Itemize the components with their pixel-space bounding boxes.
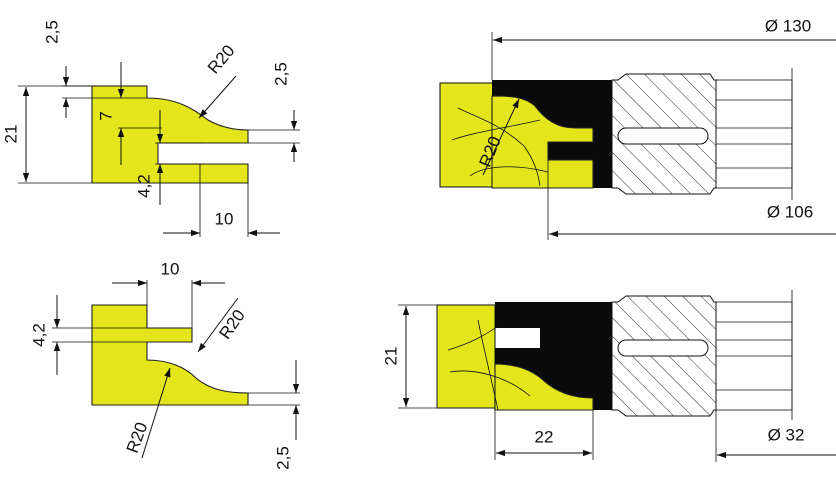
bl-10-label: 10 <box>161 259 180 278</box>
tl-2-5-right-label: 2,5 <box>271 62 290 86</box>
bottom-right-cutter-view: 21 22 Ø 32 <box>381 290 836 462</box>
tl-2-5-top-label: 2,5 <box>42 20 61 44</box>
br-22-label: 22 <box>535 427 554 446</box>
top-left-workpiece <box>91 85 249 184</box>
tr-d106-label: Ø 106 <box>767 202 813 221</box>
br-cutter <box>495 302 612 410</box>
tl-4-2-label: 4,2 <box>134 174 153 198</box>
bl-r20-upper-label: R20 <box>215 306 248 342</box>
top-left-profile: 2,5 21 7 R20 2,5 4,2 10 <box>1 20 300 237</box>
bl-2-5-label: 2,5 <box>273 446 292 470</box>
tl-21-label: 21 <box>1 125 20 144</box>
bl-r20-lower-label: R20 <box>123 420 152 456</box>
br-21-label: 21 <box>381 347 400 366</box>
br-workpiece <box>436 304 496 409</box>
tl-7-label: 7 <box>96 111 115 120</box>
top-right-cutter-view: Ø 130 R20 Ø 106 <box>439 16 836 240</box>
tl-10-label: 10 <box>215 209 234 228</box>
tr-cutter <box>492 80 612 188</box>
bottom-left-workpiece <box>91 304 249 406</box>
br-d32-label: Ø 32 <box>768 425 805 444</box>
bl-4-2-label: 4,2 <box>29 323 48 347</box>
tl-r20-label: R20 <box>204 41 239 77</box>
tr-d130-label: Ø 130 <box>765 16 811 35</box>
bottom-left-profile: 10 4,2 R20 R20 2,5 <box>29 259 300 470</box>
